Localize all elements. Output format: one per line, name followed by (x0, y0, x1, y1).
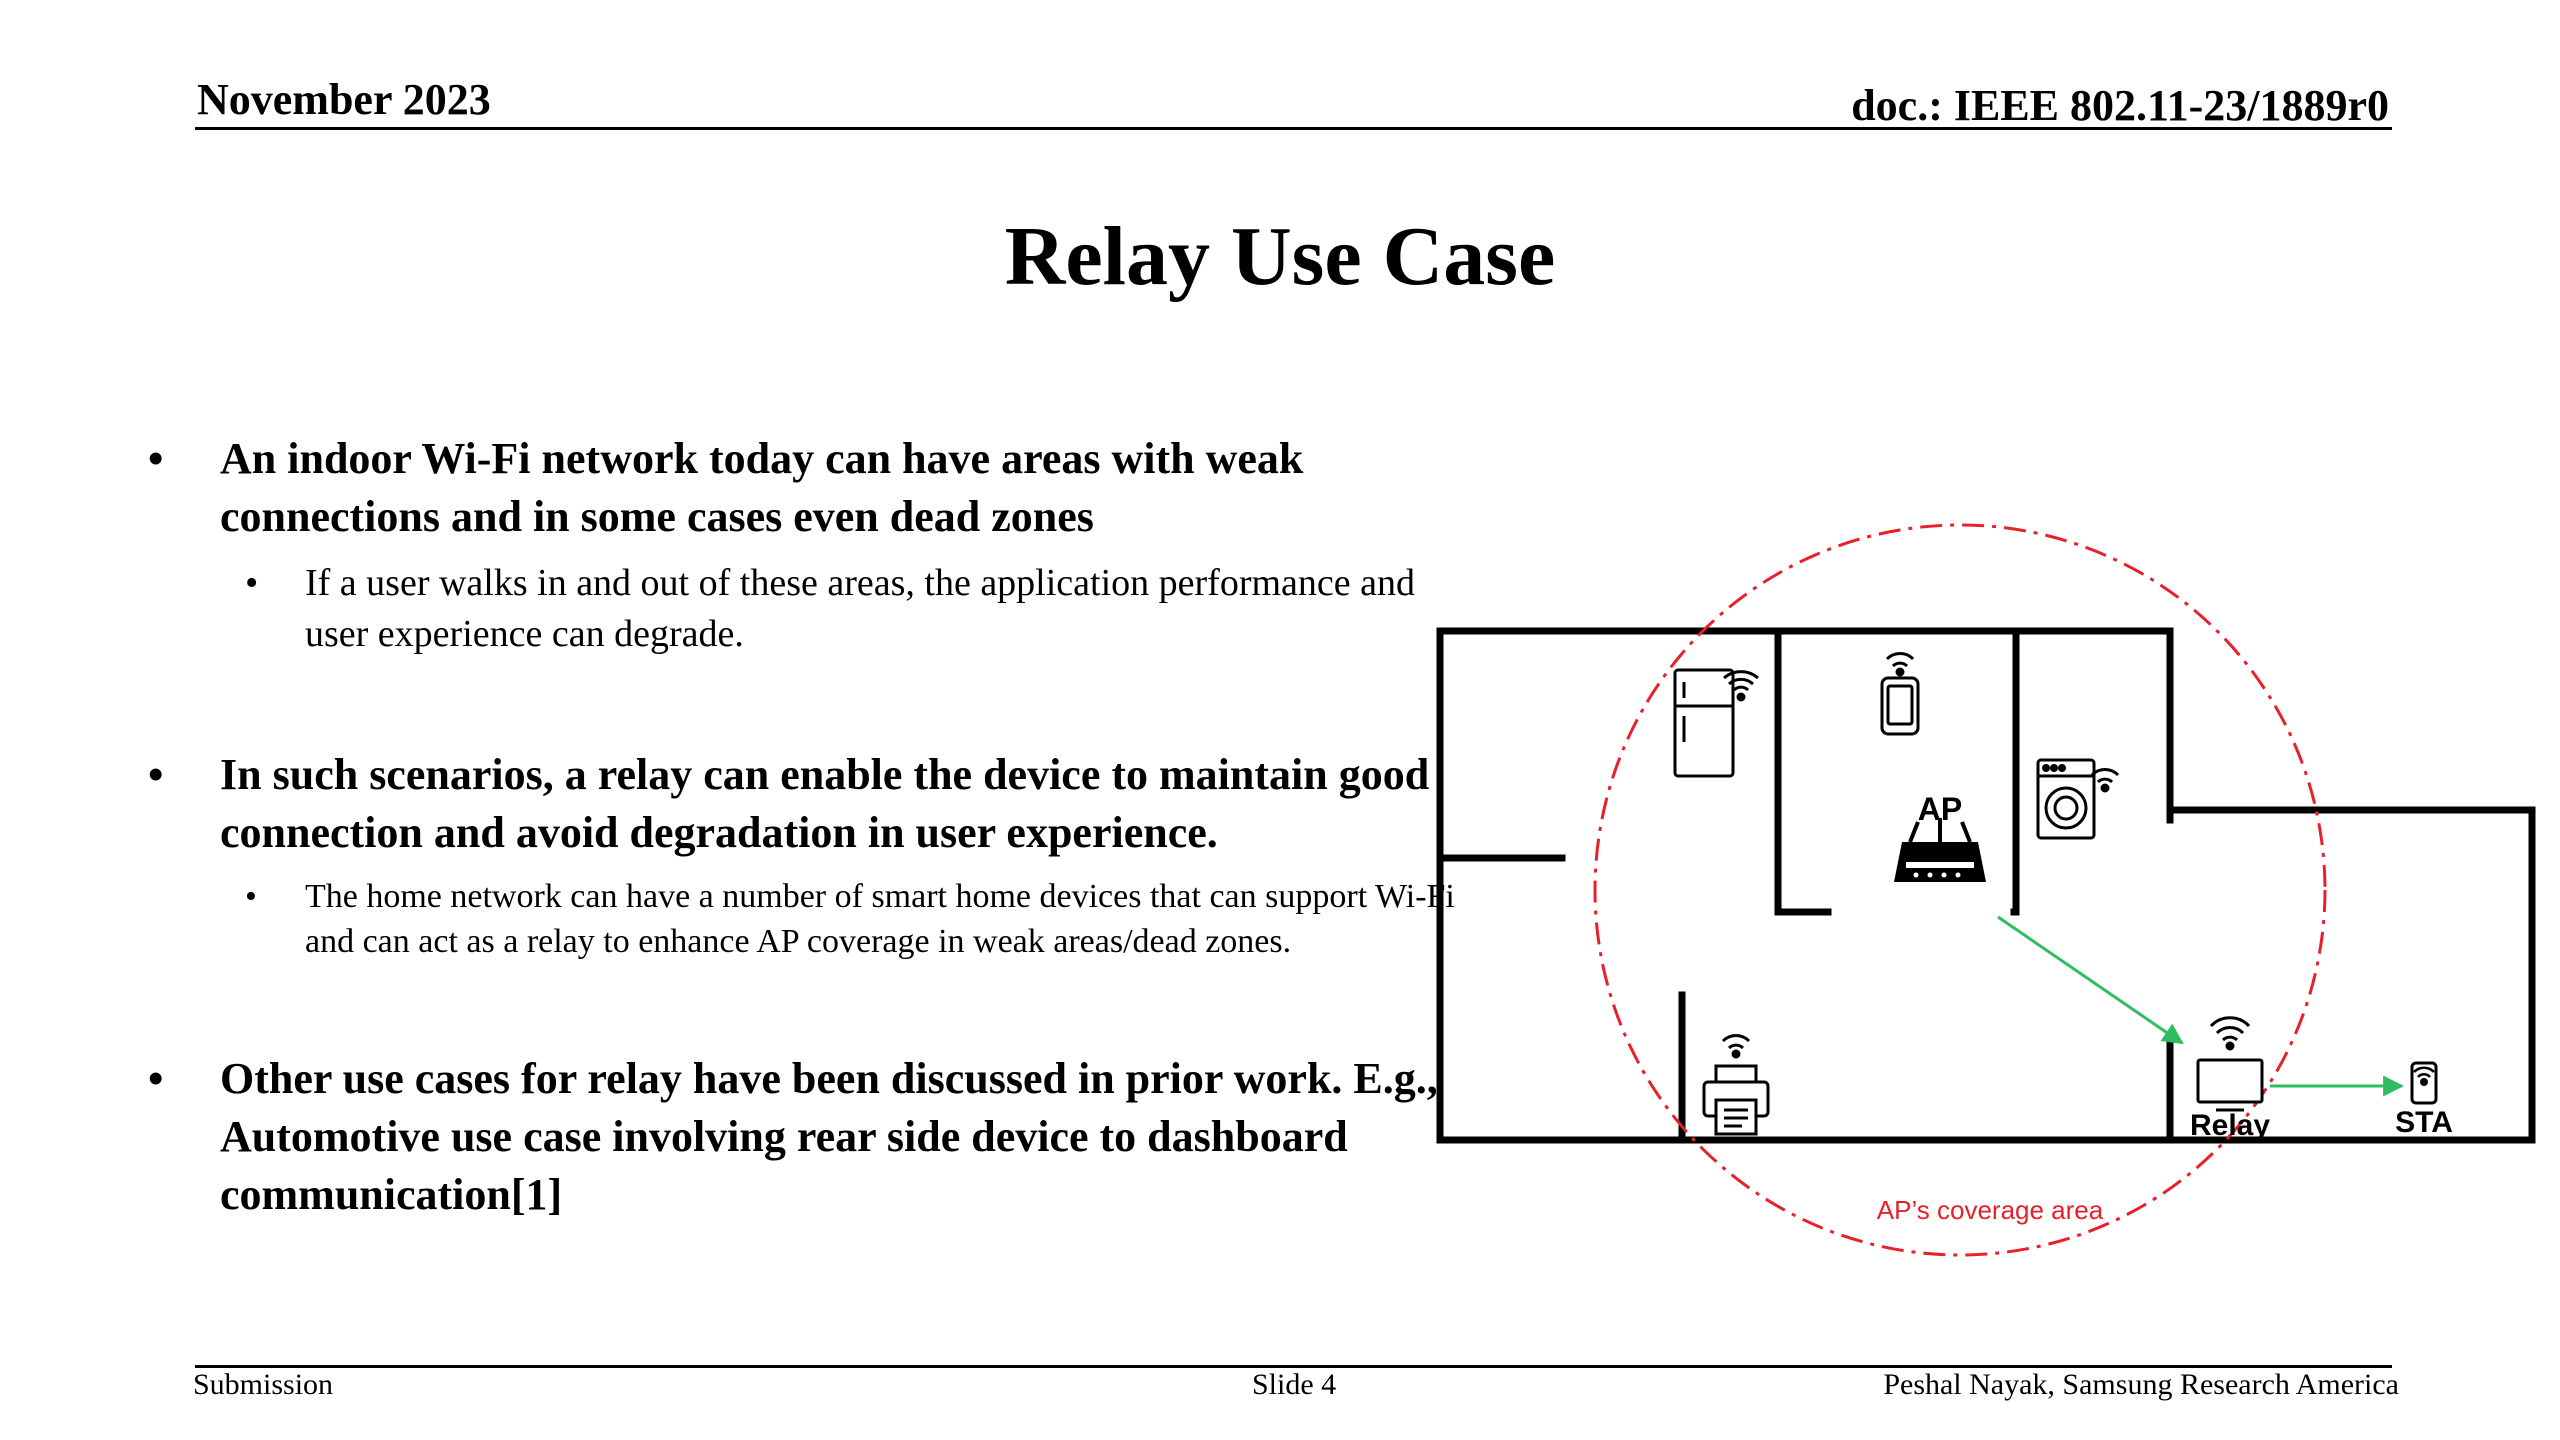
bullet-text: An indoor Wi-Fi network today can have a… (220, 434, 1304, 541)
header-date: November 2023 (197, 75, 491, 124)
relay-diagram: AP Relay (1436, 523, 2536, 1257)
sub-bullet-text: The home network can have a number of sm… (305, 878, 1455, 960)
footer-submission: Submission (193, 1368, 334, 1401)
bullet-marker: • (148, 1054, 164, 1103)
phone-icon (2410, 1061, 2438, 1105)
bullet-marker: • (148, 434, 164, 483)
footer-author: Peshal Nayak, Samsung Research America (1883, 1368, 2399, 1401)
sub-bullet-marker: • (245, 562, 259, 604)
washer-icon (2036, 758, 2120, 840)
ap-coverage-circle (1593, 523, 2327, 1257)
slide-title: Relay Use Case (1004, 210, 1556, 303)
floor-plan (1436, 627, 2536, 1144)
bullet-item: • Other use cases for relay have been di… (140, 1050, 1470, 1224)
sub-bullet-text: If a user walks in and out of these area… (305, 562, 1415, 655)
tv-icon (2196, 1016, 2264, 1112)
sub-bullet-item: • If a user walks in and out of these ar… (140, 558, 1470, 660)
footer-rule (195, 1365, 2392, 1368)
sta-label: STA (2395, 1106, 2453, 1139)
bullet-list: • An indoor Wi-Fi network today can have… (140, 430, 1470, 1224)
bullet-item: • An indoor Wi-Fi network today can have… (140, 430, 1470, 546)
tablet-icon (1880, 652, 1920, 736)
footer-slide-number: Slide 4 (1252, 1368, 1337, 1401)
header-doc-id: doc.: IEEE 802.11-23/1889r0 (1851, 81, 2389, 130)
ap-to-relay-link (1997, 915, 2184, 1045)
bullet-marker: • (148, 750, 164, 799)
printer-icon (1702, 1034, 1770, 1136)
coverage-label: AP’s coverage area (1877, 1195, 2104, 1225)
relay-label: Relay (2190, 1109, 2270, 1142)
bullet-item: • In such scenarios, a relay can enable … (140, 746, 1470, 862)
bullet-text: In such scenarios, a relay can enable th… (220, 750, 1430, 857)
bullet-text: Other use cases for relay have been disc… (220, 1054, 1438, 1219)
router-icon (1894, 818, 1986, 882)
sub-bullet-marker: • (245, 878, 257, 915)
sub-bullet-item: • The home network can have a number of … (140, 874, 1470, 964)
fridge-icon (1673, 668, 1759, 778)
header-rule (195, 127, 2392, 130)
